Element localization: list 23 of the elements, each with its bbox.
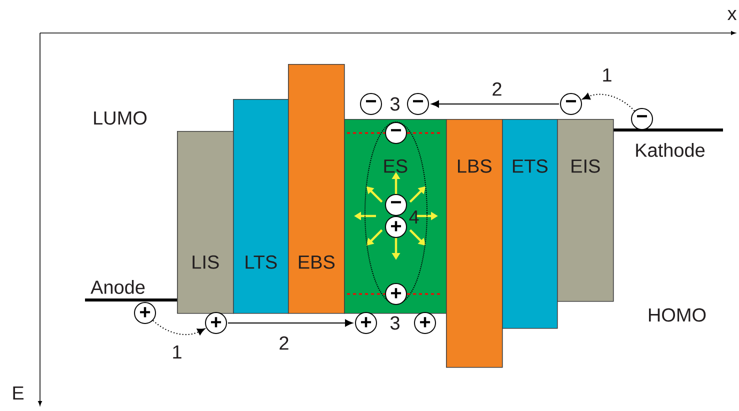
label: 3 — [390, 316, 400, 330]
layer-bar: EIS — [557, 119, 614, 302]
label: Anode — [90, 280, 145, 294]
layer-bar: LBS — [446, 119, 503, 368]
label: LUMO — [94, 111, 147, 125]
layer-bar: LIS — [177, 130, 234, 314]
arrow — [152, 320, 206, 336]
label: 1 — [603, 68, 612, 82]
arrow — [228, 319, 353, 327]
label: 4 — [409, 210, 419, 224]
label: 1 — [173, 345, 182, 359]
edge-label: 2 — [490, 81, 504, 97]
layer-bar: ETS — [502, 119, 558, 329]
label: Kathode — [636, 143, 705, 157]
label: x — [728, 10, 737, 20]
layer-bar: LTS — [233, 99, 289, 314]
label: 3 — [390, 97, 400, 111]
edge-label: 2 — [278, 335, 290, 351]
arrow — [582, 93, 635, 112]
label: HOMO — [649, 308, 706, 322]
arrow — [431, 100, 560, 108]
label: E — [13, 386, 24, 400]
layer-bar: EBS — [288, 64, 345, 314]
